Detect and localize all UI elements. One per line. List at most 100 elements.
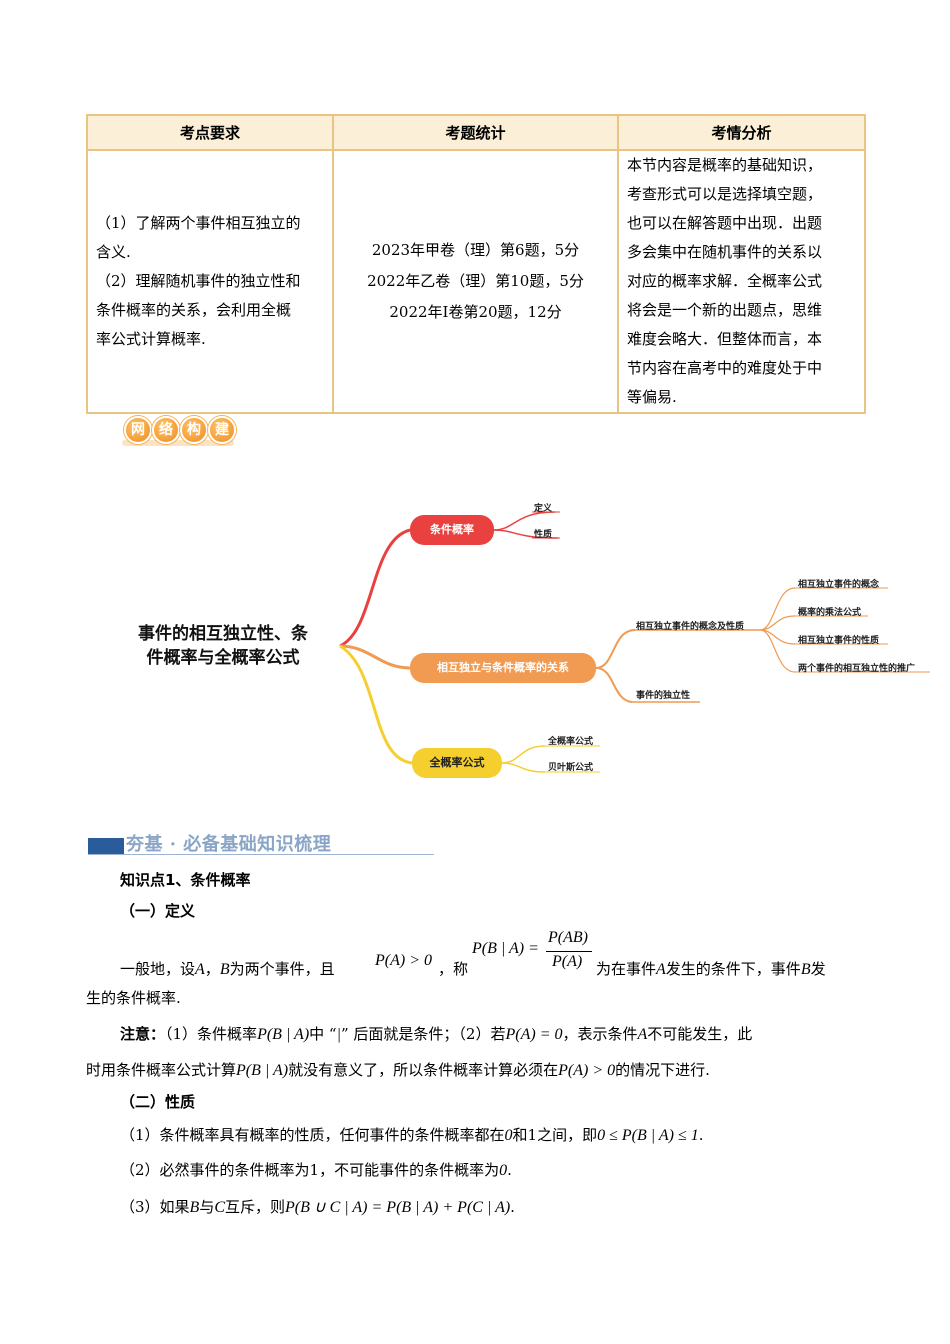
text: （3）如果 — [120, 1198, 190, 1216]
math-zero: 0 — [504, 1127, 513, 1144]
text: 一般地，设 — [120, 960, 196, 978]
text: . — [507, 1161, 512, 1179]
statistics-cell: 2023年甲卷（理）第6题，5分 2022年乙卷（理）第10题，5分 2022年… — [332, 149, 619, 414]
math-A: A — [656, 961, 666, 978]
mindmap-leaf: 相互独立事件的概念 — [798, 580, 880, 590]
requirement-line: （2）理解随机事件的独立性和 — [96, 272, 301, 290]
math-A: A — [195, 961, 205, 978]
mindmap-branch-total-probability: 全概率公式 — [412, 748, 502, 778]
formula-lhs: P(B | A) = — [472, 940, 539, 957]
header-statistics: 考题统计 — [332, 114, 619, 151]
network-structure-badge: 网 络 构 建 — [120, 410, 238, 450]
requirement-line: 率公式计算概率. — [96, 330, 206, 348]
text: 为在事件 — [596, 960, 657, 978]
text: （2）必然事件的条件概率为1，不可能事件的条件概率为 — [120, 1161, 500, 1179]
mindmap-leaf: 性质 — [534, 530, 553, 540]
mindmap-branch-independence-relation: 相互独立与条件概率的关系 — [410, 653, 596, 683]
definition-line-1-end: 为在事件A发生的条件下，事件B发 — [596, 958, 826, 981]
exam-requirements-table: 考点要求 考题统计 考情分析 （1）了解两个事件相互独立的 含义. （2）理解随… — [86, 114, 866, 414]
text: 的情况下进行. — [615, 1061, 710, 1079]
requirement-line: （1）了解两个事件相互独立的 — [96, 214, 301, 232]
mindmap-sub-branch: 相互独立事件的概念及性质 — [636, 622, 745, 632]
mindmap-sub-branch: 事件的独立性 — [636, 691, 691, 701]
header-analysis: 考情分析 — [617, 114, 866, 151]
badge-char: 网 — [124, 416, 152, 444]
header-requirements: 考点要求 — [86, 114, 334, 151]
requirements-cell: （1）了解两个事件相互独立的 含义. （2）理解随机事件的独立性和 条件概率的关… — [86, 149, 334, 414]
text: （1）条件概率 — [165, 1025, 258, 1043]
kp-title: 知识点1、条件概率 — [120, 871, 251, 889]
mindmap-leaf: 两个事件的相互独立性的推广 — [798, 664, 916, 674]
analysis-line: 等偏易. — [627, 388, 677, 406]
note-label: 注意： — [120, 1025, 166, 1043]
text: 发生的条件下，事件 — [665, 960, 801, 978]
text: ， — [204, 960, 220, 978]
text: 和1之间，即 — [512, 1126, 598, 1144]
text: ，表示条件 — [562, 1025, 638, 1043]
property-3: （3）如果B与C互斥，则P(B ∪ C | A) = P(B | A) + P(… — [120, 1196, 515, 1219]
text: 不可能发生，此 — [647, 1025, 753, 1043]
text: ” 后面就是条件；（2）若 — [341, 1025, 506, 1043]
mindmap-leaf: 全概率公式 — [548, 737, 594, 747]
text: . — [698, 1126, 704, 1144]
text: 与 — [199, 1198, 215, 1216]
badge-char: 构 — [180, 416, 208, 444]
mindmap-leaf: 贝叶斯公式 — [548, 763, 594, 773]
text: . — [510, 1198, 515, 1216]
section-underline — [88, 854, 434, 855]
statistics-line: 2023年甲卷（理）第6题，5分 — [371, 241, 580, 259]
property-2: （2）必然事件的条件概率为1，不可能事件的条件概率为0. — [120, 1159, 512, 1182]
requirement-line: 含义. — [96, 243, 131, 261]
math-B: B — [800, 961, 811, 978]
text: ，称 — [438, 960, 469, 978]
mindmap-leaf: 相互独立事件的性质 — [798, 636, 880, 646]
analysis-line: 将会是一个新的出题点，思维 — [627, 301, 823, 319]
formula-denominator: P(A) — [552, 953, 583, 970]
text: 互斥，则 — [225, 1198, 286, 1216]
analysis-line: 多会集中在随机事件的关系以 — [627, 243, 823, 261]
math-A: A — [637, 1026, 648, 1043]
analysis-line: 本节内容是概率的基础知识， — [627, 156, 823, 174]
analysis-line: 难度会略大．但整体而言，本 — [627, 330, 823, 348]
math-pba: P(B | A) — [257, 1026, 310, 1043]
table-header-row: 考点要求 考题统计 考情分析 — [86, 114, 866, 151]
analysis-cell: 本节内容是概率的基础知识， 考查形式可以是选择填空题， 也可以在解答题中出现．出… — [617, 149, 866, 414]
text: 时用条件概率公式计算 — [86, 1061, 237, 1079]
text: 就没有意义了，所以条件概率计算必须在 — [288, 1061, 559, 1079]
condition-pa-positive: P(A) > 0 — [375, 952, 432, 969]
table-row: （1）了解两个事件相互独立的 含义. （2）理解随机事件的独立性和 条件概率的关… — [86, 149, 866, 414]
math-pa-zero: P(A) = 0 — [505, 1026, 563, 1043]
note-line-1: 注意：（1）条件概率P(B | A)中 “|” 后面就是条件；（2）若P(A) … — [120, 1023, 752, 1046]
mindmap-branch-conditional-probability: 条件概率 — [410, 515, 494, 545]
definition-line-2: 生的条件概率. — [86, 989, 181, 1007]
property-1: （1）条件概率具有概率的性质，任何事件的条件概率都在0和1之间，即0 ≤ P(B… — [120, 1124, 704, 1147]
math-C: C — [214, 1199, 226, 1216]
badge-underline — [122, 440, 234, 446]
analysis-line: 对应的概率求解．全概率公式 — [627, 272, 823, 290]
requirement-line: 条件概率的关系，会利用全概 — [96, 301, 292, 319]
text: 为两个事件，且 — [229, 960, 335, 978]
text: （1）条件概率具有概率的性质，任何事件的条件概率都在 — [120, 1126, 505, 1144]
mindmap-root-line: 事件的相互独立性、条 — [138, 624, 308, 644]
note-line-2: 时用条件概率公式计算P(B | A)就没有意义了，所以条件概率计算必须在P(A)… — [86, 1059, 710, 1082]
math-bar: | — [336, 1026, 341, 1043]
badge-char: 建 — [208, 416, 236, 444]
math-union-formula: P(B ∪ C | A) = P(B | A) + P(C | A) — [285, 1199, 511, 1216]
math-pba: P(B | A) — [236, 1062, 289, 1079]
math-zero: 0 — [499, 1162, 508, 1179]
formula-numerator: P(AB) — [548, 929, 588, 946]
mindmap-root-line: 件概率与全概率公式 — [146, 648, 300, 668]
mindmap-leaf: 定义 — [534, 504, 553, 514]
analysis-line: 也可以在解答题中出现．出题 — [627, 214, 823, 232]
mindmap-root: 事件的相互独立性、条 件概率与全概率公式 — [118, 622, 328, 670]
text: 中 “ — [309, 1025, 337, 1043]
mindmap-leaf: 概率的乘法公式 — [798, 608, 862, 618]
text: 发 — [810, 960, 826, 978]
math-range: 0 ≤ P(B | A) ≤ 1 — [597, 1127, 699, 1144]
fraction-bar — [546, 951, 592, 952]
math-B: B — [189, 1199, 200, 1216]
kp-properties-heading: （二）性质 — [120, 1093, 196, 1111]
definition-line-1: 一般地，设A，B为两个事件，且 — [120, 958, 335, 981]
kp-definition-heading: （一）定义 — [120, 902, 196, 920]
math-pa-positive: P(A) > 0 — [558, 1062, 616, 1079]
